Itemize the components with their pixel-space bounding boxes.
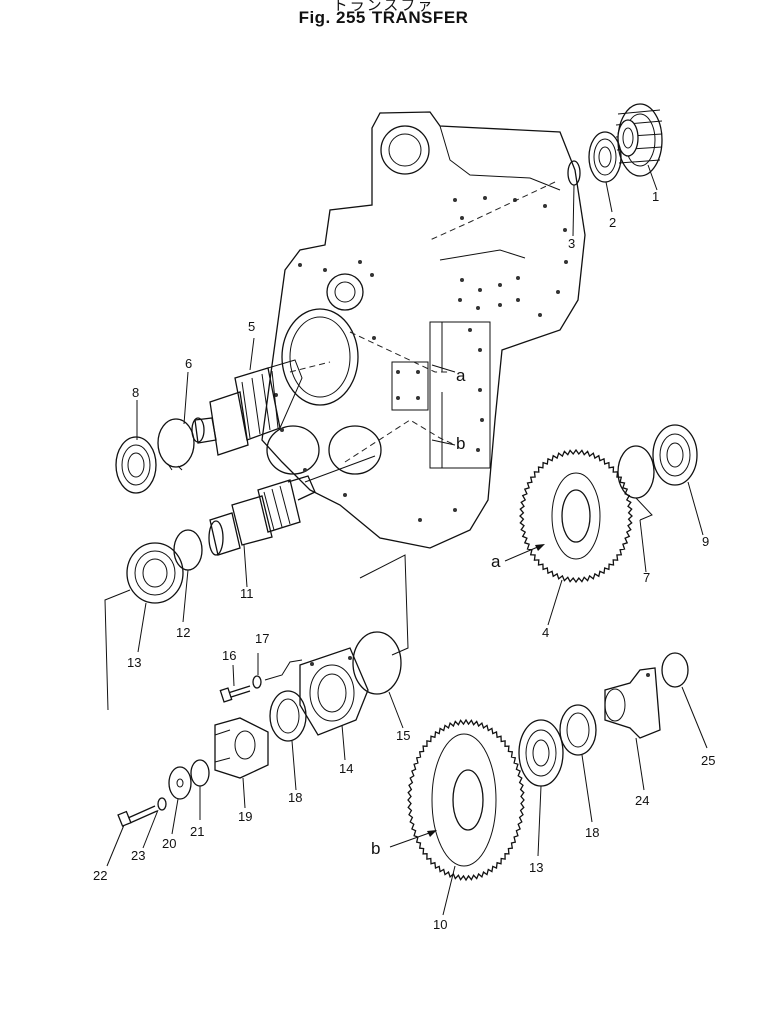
- ref-a-housing: a: [456, 366, 466, 385]
- callout-24: 24: [635, 793, 649, 808]
- part-5-shaft-gear: [191, 359, 303, 456]
- assembly-lines: [289, 181, 556, 483]
- callout-6: 6: [185, 356, 192, 371]
- part-10-large-gear: [407, 718, 525, 882]
- callout-8: 8: [132, 385, 139, 400]
- callout-labels: 1 2 3 4 5 6 7 8 9 10 11 12 13 13 14 15 1…: [93, 189, 715, 932]
- part-7-snap-ring: [617, 445, 655, 521]
- callout-19: 19: [238, 809, 252, 824]
- part-8-bearing: [115, 436, 157, 494]
- figure-title: Fig. 255 TRANSFER: [0, 8, 767, 28]
- part-16-bolt: [219, 685, 251, 703]
- ref-b-gear: b: [371, 839, 380, 858]
- figure-number: Fig. 255: [298, 8, 366, 27]
- leader-lines: [106, 164, 708, 916]
- callout-17: 17: [255, 631, 269, 646]
- callout-15: 15: [396, 728, 410, 743]
- part-17-washer: [252, 675, 262, 689]
- part-13-bearing-right: [518, 719, 564, 787]
- callout-7: 7: [643, 570, 650, 585]
- part-11-shaft: [208, 475, 316, 556]
- part-12-snap-ring: [173, 529, 203, 571]
- callout-25: 25: [701, 753, 715, 768]
- part-18-seal-left: [269, 690, 307, 742]
- figure-name: TRANSFER: [371, 8, 469, 27]
- part-20-washer: [168, 766, 192, 800]
- callout-21: 21: [190, 824, 204, 839]
- part-18-seal-right: [559, 704, 597, 756]
- callout-13-right: 13: [529, 860, 543, 875]
- callout-9: 9: [702, 534, 709, 549]
- part-23-washer: [157, 797, 167, 811]
- part-24-cage: [604, 667, 661, 739]
- part-21-o-ring: [190, 759, 210, 787]
- part-9-bearing: [652, 424, 698, 486]
- ref-a-gear: a: [491, 552, 501, 571]
- part-13-bearing-left: [126, 542, 184, 604]
- callout-5: 5: [248, 319, 255, 334]
- callout-12: 12: [176, 625, 190, 640]
- callout-11: 11: [240, 586, 254, 601]
- part-22-bolt: [117, 805, 158, 827]
- part-19-yoke: [214, 717, 269, 779]
- part-14-cover: [299, 647, 369, 736]
- callout-3: 3: [568, 236, 575, 251]
- part-1-gear: [615, 103, 663, 177]
- part-2-bearing: [588, 131, 622, 183]
- callout-18-right: 18: [585, 825, 599, 840]
- callout-14: 14: [339, 761, 353, 776]
- callout-16: 16: [222, 648, 236, 663]
- callout-13-left: 13: [127, 655, 141, 670]
- ref-b-housing: b: [456, 434, 465, 453]
- callout-10: 10: [433, 917, 447, 932]
- callout-1: 1: [652, 189, 659, 204]
- part-4-large-gear: [519, 448, 633, 584]
- callout-22: 22: [93, 868, 107, 883]
- transfer-housing: [261, 111, 586, 549]
- callout-18-left: 18: [288, 790, 302, 805]
- callout-4: 4: [542, 625, 549, 640]
- part-3-snap-ring: [567, 160, 581, 186]
- part-25-shim: [661, 652, 689, 688]
- part-6-snap-ring: [157, 418, 195, 471]
- callout-20: 20: [162, 836, 176, 851]
- callout-23: 23: [131, 848, 145, 863]
- japanese-title: トランスファ: [332, 0, 435, 14]
- callout-2: 2: [609, 215, 616, 230]
- part-15-o-ring: [352, 631, 402, 695]
